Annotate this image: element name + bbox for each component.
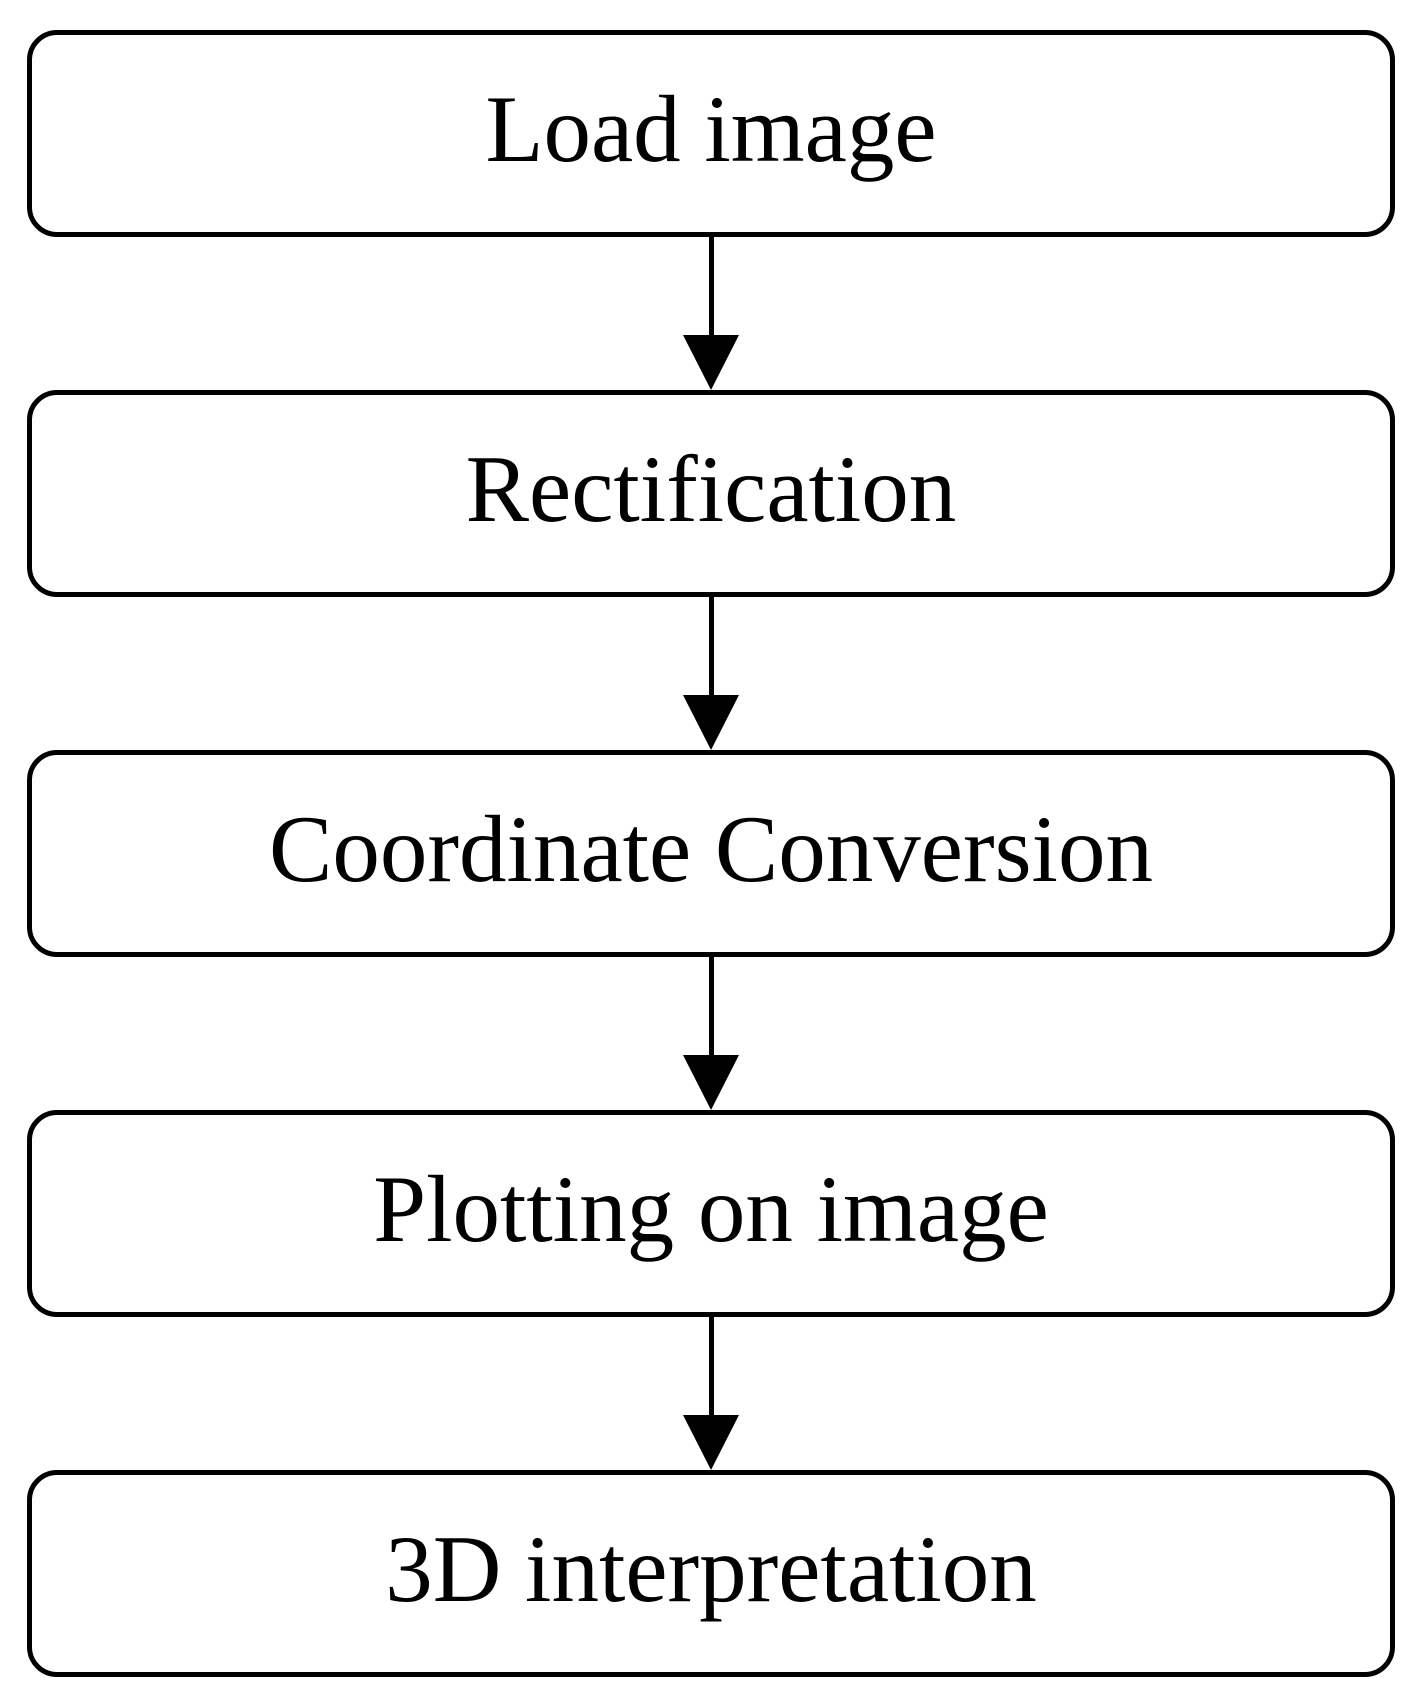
arrow-stem [708, 1317, 714, 1415]
arrow-stem [708, 597, 714, 695]
arrow-down-icon [683, 1055, 739, 1110]
flow-arrow-1 [683, 237, 739, 390]
arrow-down-icon [683, 1415, 739, 1470]
flow-step-label: Coordinate Conversion [269, 796, 1153, 902]
flow-step-label: Plotting on image [373, 1156, 1049, 1262]
flow-step-label: Rectification [465, 436, 957, 542]
flow-step-label: 3D interpretation [385, 1516, 1037, 1622]
flow-step-load-image: Load image [27, 30, 1395, 237]
flow-arrow-4 [683, 1317, 739, 1470]
flow-step-plotting-on-image: Plotting on image [27, 1110, 1395, 1317]
arrow-stem [708, 237, 714, 335]
flow-arrow-3 [683, 957, 739, 1110]
flow-step-3d-interpretation: 3D interpretation [27, 1470, 1395, 1677]
arrow-stem [708, 957, 714, 1055]
arrow-down-icon [683, 335, 739, 390]
arrow-down-icon [683, 695, 739, 750]
flow-step-label: Load image [485, 76, 937, 182]
flow-arrow-2 [683, 597, 739, 750]
flow-step-coordinate-conversion: Coordinate Conversion [27, 750, 1395, 957]
flowchart-column: Load image Rectification Coordinate Conv… [27, 30, 1395, 1677]
flow-step-rectification: Rectification [27, 390, 1395, 597]
